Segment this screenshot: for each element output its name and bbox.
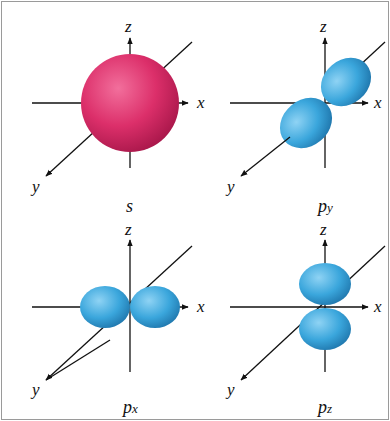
axis-label: y — [227, 381, 235, 398]
p-lobe — [270, 87, 342, 158]
p-lobe — [299, 308, 351, 350]
axis-label: x — [197, 298, 205, 315]
p-lobe — [130, 286, 180, 328]
p-lobe — [299, 263, 351, 305]
axis-label: x — [374, 94, 382, 111]
axis-label: y — [32, 381, 40, 398]
axis-label: z — [320, 18, 327, 35]
axis — [241, 137, 290, 176]
axis-label: y — [227, 178, 235, 195]
axes — [230, 240, 385, 380]
p-lobe — [80, 286, 130, 328]
orbital-label: pz — [318, 398, 332, 416]
orbital-label: py — [318, 197, 333, 215]
axis-label: x — [374, 298, 382, 315]
s-orbital — [81, 54, 179, 152]
axis-label: z — [125, 221, 132, 238]
axis — [46, 340, 110, 380]
orbital-label: px — [123, 398, 138, 416]
axis-label: z — [125, 18, 132, 35]
axis-label: x — [197, 94, 205, 111]
axes — [32, 240, 192, 380]
axes — [32, 38, 192, 176]
axis-label: y — [32, 178, 40, 195]
axes — [230, 38, 385, 168]
orbital-label: s — [126, 197, 133, 215]
axis-label: z — [320, 221, 327, 238]
